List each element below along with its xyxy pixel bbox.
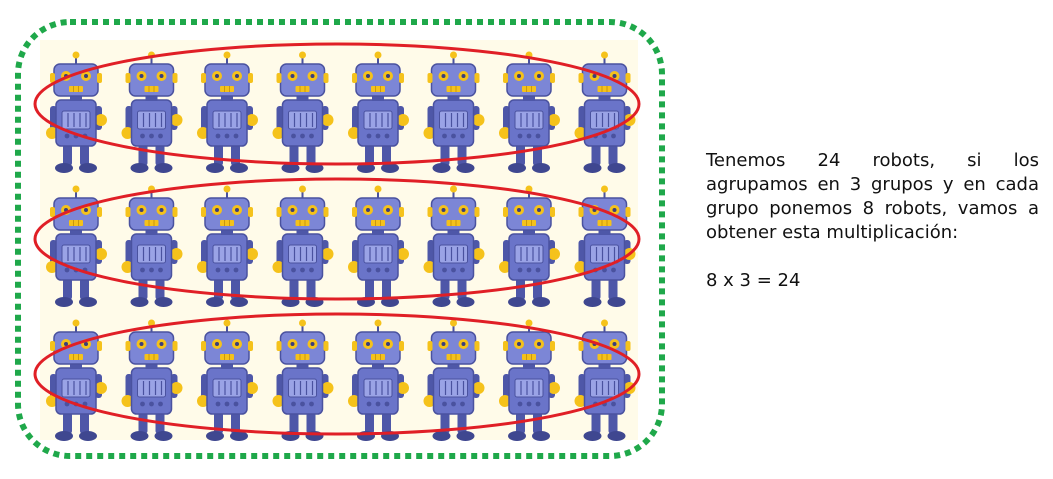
robot-grouping-figure [15,19,665,459]
group-ellipse [33,177,641,301]
group-ellipse [33,312,641,436]
explanation-panel: Tenemos 24 robots, si los agrupamos en 3… [706,149,1039,293]
multiplication-equation: 8 x 3 = 24 [706,270,801,291]
group-ellipses [33,42,641,436]
group-ellipse [33,42,641,166]
explanation-text: Tenemos 24 robots, si los agrupamos en 3… [706,150,1039,243]
